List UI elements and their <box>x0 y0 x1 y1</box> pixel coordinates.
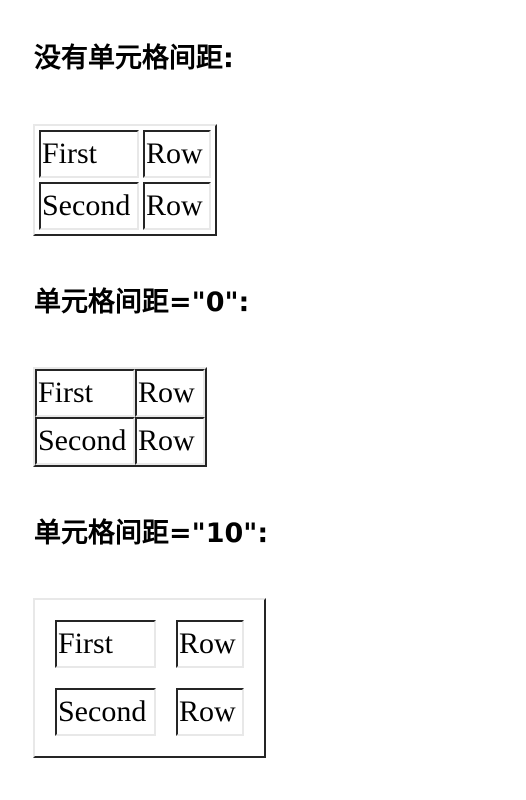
table-row: Second Row <box>55 688 244 736</box>
table-cell: Second <box>55 688 156 736</box>
table-row: Second Row <box>35 417 205 465</box>
table-cellspacing-0: First Row Second Row <box>33 367 207 467</box>
table-cell: First <box>35 369 135 417</box>
heading-cellspacing-0: 单元格间距="0": <box>34 287 250 318</box>
table-row: First Row <box>39 130 211 178</box>
table-cell: First <box>39 130 139 178</box>
table-cell: Second <box>35 417 135 465</box>
table-cell: Row <box>176 620 244 668</box>
table-cell: Row <box>135 369 205 417</box>
table-cell: Row <box>135 417 205 465</box>
table-cell: First <box>55 620 156 668</box>
table-row: First Row <box>35 369 205 417</box>
table-cellspacing-10: First Row Second Row <box>33 598 266 758</box>
table-cell: Row <box>143 130 211 178</box>
table-row: Second Row <box>39 182 211 230</box>
heading-no-cellspacing: 没有单元格间距: <box>34 43 234 74</box>
table-no-cellspacing: First Row Second Row <box>33 124 217 236</box>
table-cell: Row <box>176 688 244 736</box>
table-row: First Row <box>55 620 244 668</box>
heading-cellspacing-10: 单元格间距="10": <box>34 518 269 549</box>
table-cell: Second <box>39 182 139 230</box>
table-cell: Row <box>143 182 211 230</box>
